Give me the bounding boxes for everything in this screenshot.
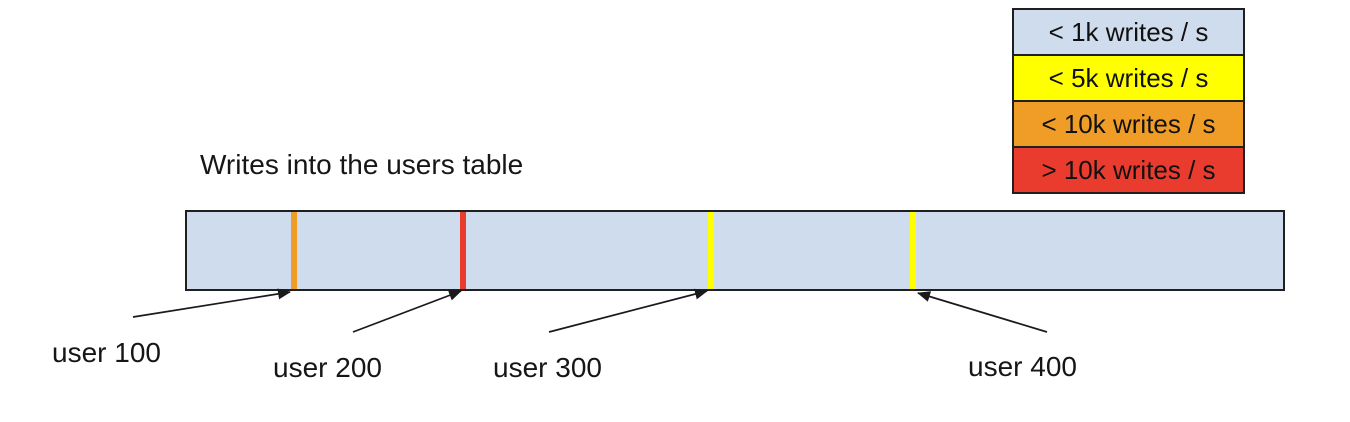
legend-item: < 10k writes / s [1012,100,1245,148]
user-arrow [917,291,1048,333]
user-arrow [132,288,291,318]
diagram-title: Writes into the users table [200,149,524,180]
user-label: user 100 [52,337,161,368]
user-label: user 400 [968,351,1077,382]
write-hotspot-stripe [910,212,916,289]
user-arrow [352,290,462,333]
user-label: user 200 [273,352,382,383]
write-hotspot-stripe [708,212,714,289]
legend-item: < 1k writes / s [1012,8,1245,56]
write-hotspot-stripe [460,212,466,289]
write-hotspot-stripe [291,212,297,289]
legend-item: < 5k writes / s [1012,54,1245,102]
legend: < 1k writes / s < 5k writes / s < 10k wr… [1012,8,1245,194]
legend-item-label: > 10k writes / s [1041,154,1216,185]
users-table-bar [185,210,1285,291]
legend-item-label: < 1k writes / s [1048,16,1209,47]
legend-item: > 10k writes / s [1012,146,1245,194]
legend-item-label: < 10k writes / s [1041,108,1216,139]
user-label: user 300 [493,352,602,383]
user-arrow [548,288,708,333]
legend-item-label: < 5k writes / s [1048,62,1209,93]
